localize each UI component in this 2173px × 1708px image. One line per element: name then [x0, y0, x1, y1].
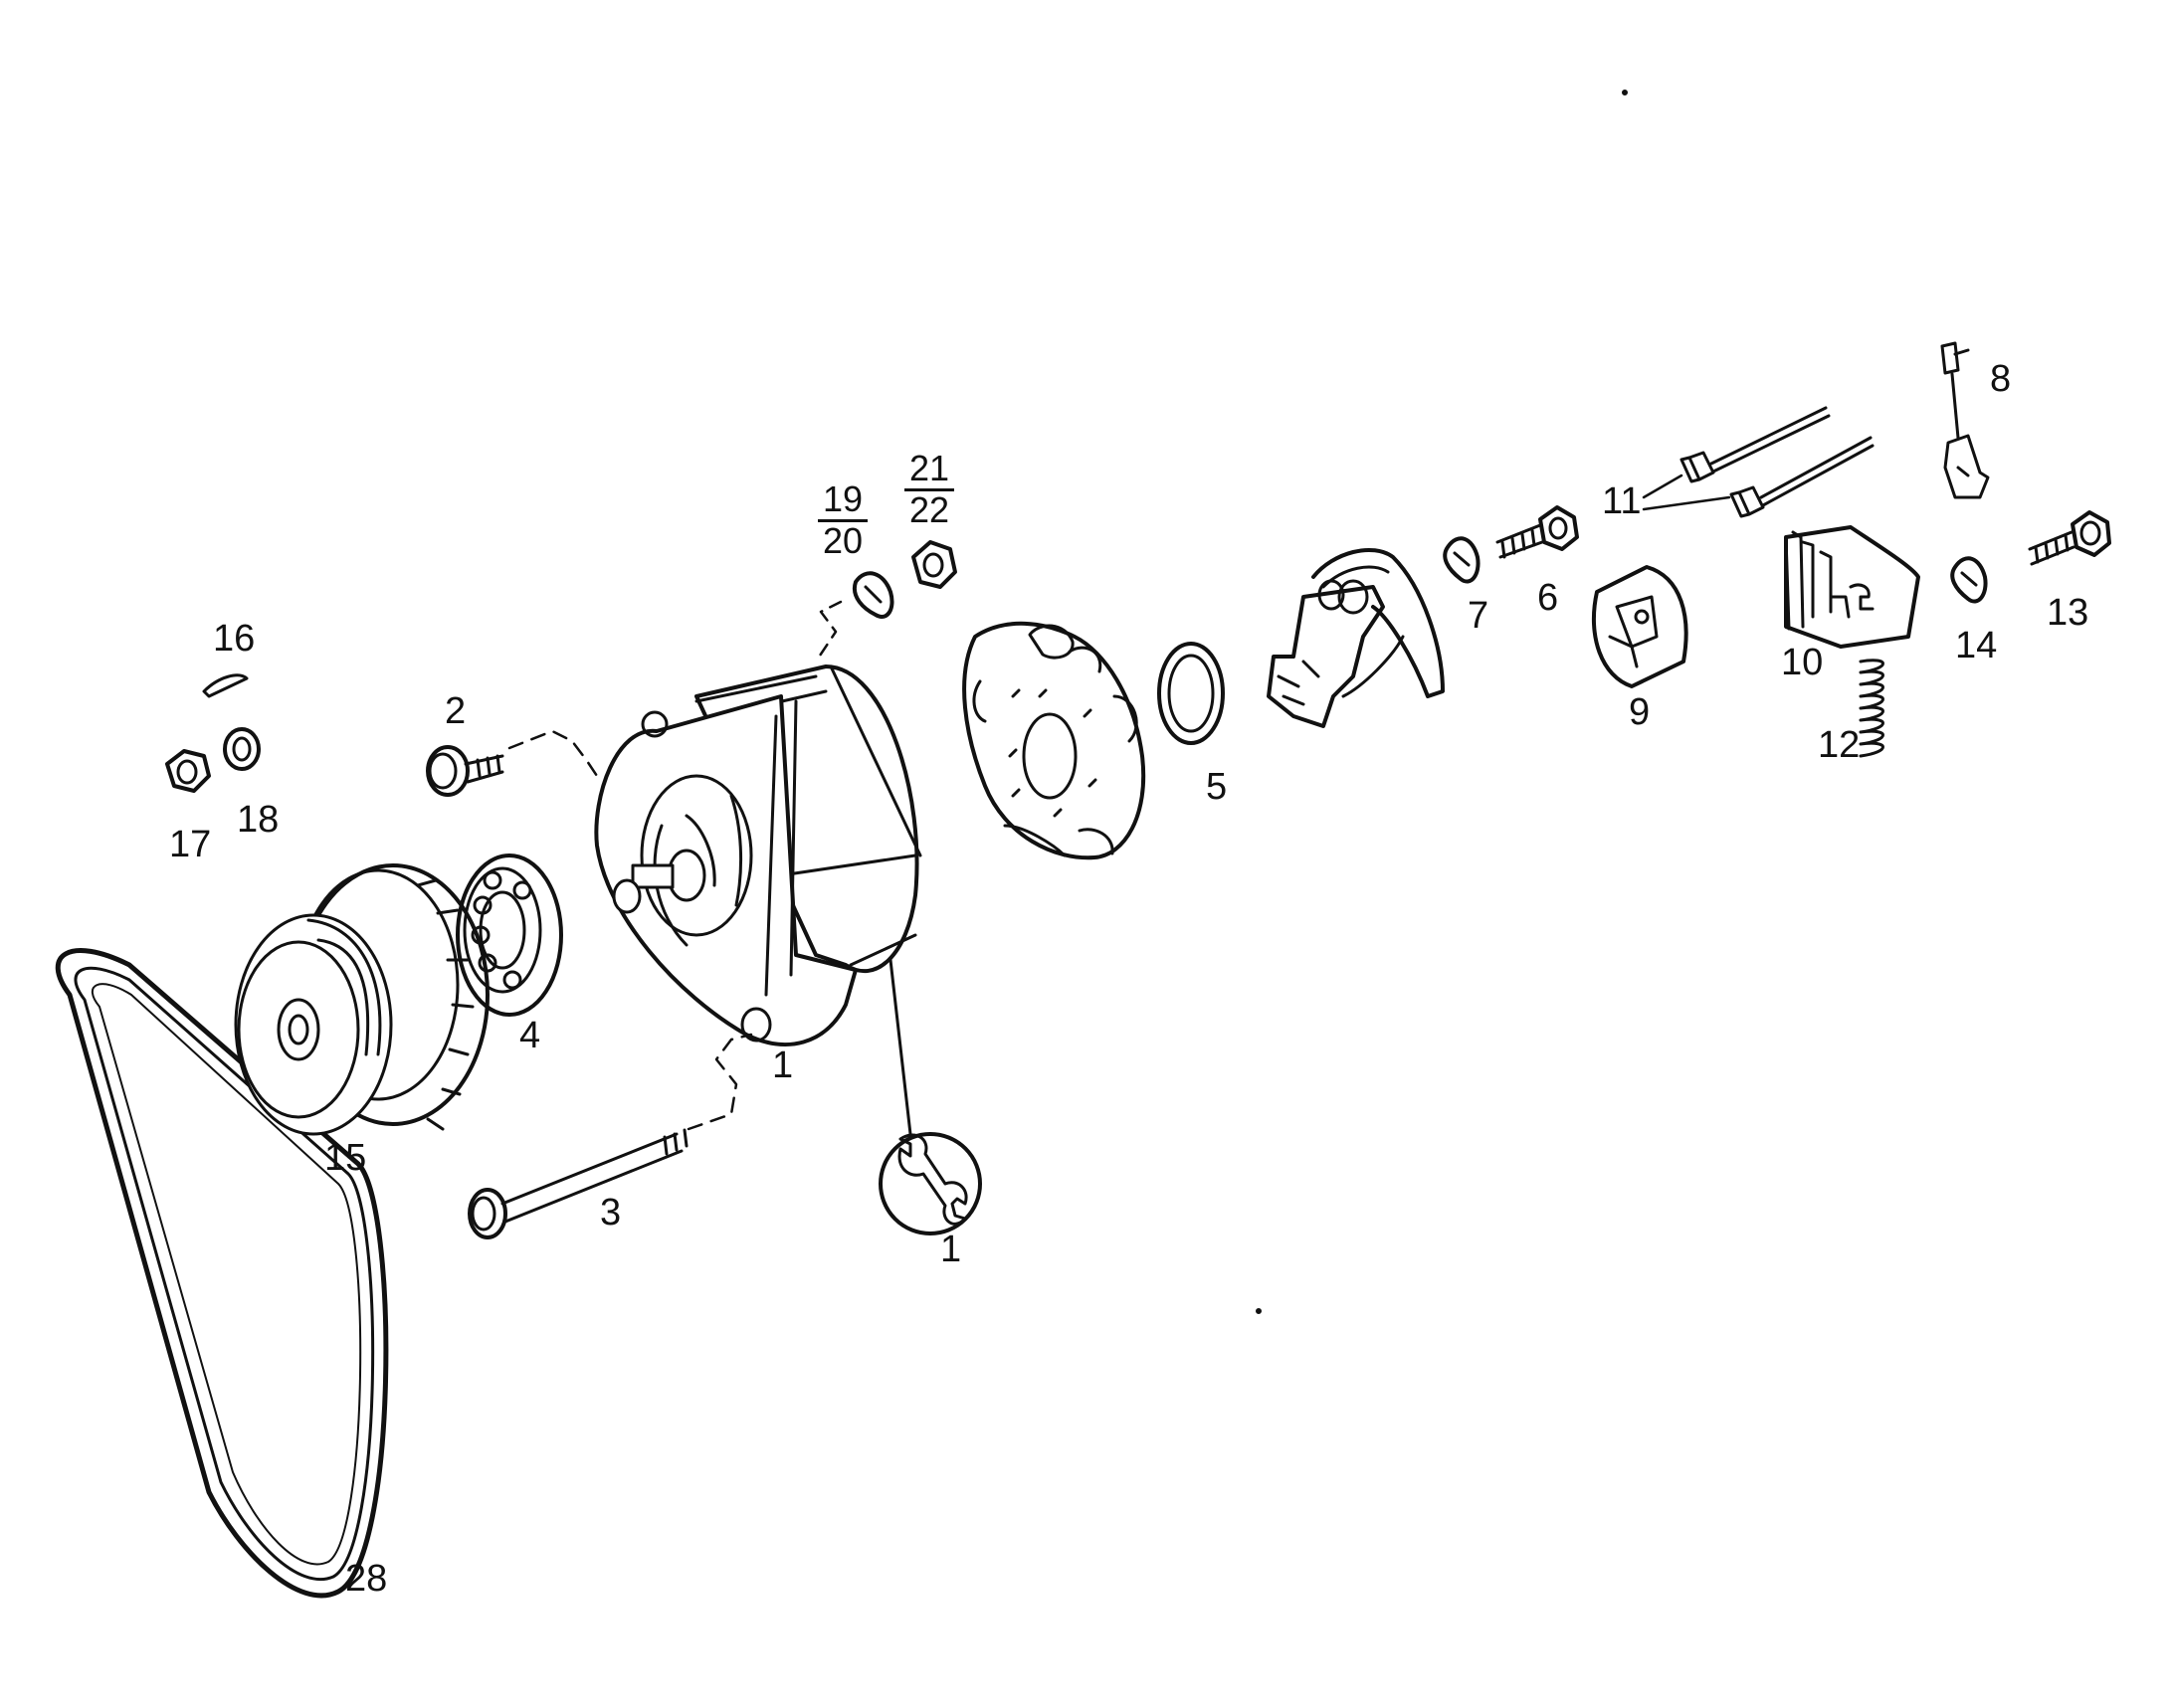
- washer-19-20: [816, 573, 892, 662]
- o-ring: [1159, 644, 1223, 743]
- ball-bearing: [458, 855, 561, 1015]
- label-10: 10: [1781, 642, 1824, 683]
- label-17: 17: [169, 824, 212, 865]
- woodruff-key: [204, 675, 247, 696]
- washer-14: [1952, 558, 1985, 601]
- alternator-housing: [596, 666, 920, 1134]
- screw-6: [1497, 507, 1577, 557]
- voltage-regulator: [1786, 527, 1918, 647]
- label-6: 6: [1537, 577, 1559, 619]
- carbon-brushes: [1644, 408, 1873, 516]
- label-7: 7: [1468, 595, 1489, 637]
- label-2: 2: [445, 690, 467, 732]
- label-16: 16: [213, 618, 256, 660]
- label-12: 12: [1818, 724, 1861, 766]
- label-28: 28: [345, 1558, 388, 1600]
- coil-spring: [1861, 661, 1883, 756]
- label-14: 14: [1955, 625, 1998, 666]
- label-1-tool: 1: [940, 1229, 962, 1270]
- label-4: 4: [519, 1015, 541, 1056]
- wrench-icon: [881, 1134, 980, 1234]
- label-15: 15: [324, 1137, 367, 1179]
- label-1: 1: [772, 1044, 794, 1086]
- screw-13: [2030, 512, 2109, 564]
- bolt-short: [428, 731, 597, 795]
- end-plate: [964, 624, 1143, 857]
- through-bolt: [470, 1035, 751, 1237]
- nut-17: [167, 751, 209, 791]
- label-13: 13: [2047, 592, 2089, 634]
- label-9: 9: [1629, 691, 1651, 733]
- label-19-20: 19 20: [818, 480, 868, 560]
- label-8: 8: [1990, 358, 2012, 400]
- label-22: 22: [908, 488, 950, 530]
- label-5: 5: [1206, 766, 1228, 808]
- diode-plate: [1594, 567, 1686, 686]
- v-belt: [58, 951, 386, 1596]
- label-11: 11: [1602, 480, 1642, 522]
- label-21: 21: [904, 450, 954, 491]
- label-18: 18: [237, 799, 280, 841]
- brush-holder: [1269, 550, 1443, 726]
- label-21-22: 21 22: [904, 450, 954, 529]
- brush-with-lead: [1942, 343, 1988, 497]
- washer-7: [1445, 538, 1478, 581]
- pulley-assembly: [236, 865, 488, 1134]
- lock-washer-18: [225, 729, 259, 769]
- nut-21-22: [913, 542, 955, 587]
- label-20: 20: [822, 519, 864, 561]
- label-19: 19: [818, 480, 868, 522]
- label-3: 3: [600, 1192, 622, 1234]
